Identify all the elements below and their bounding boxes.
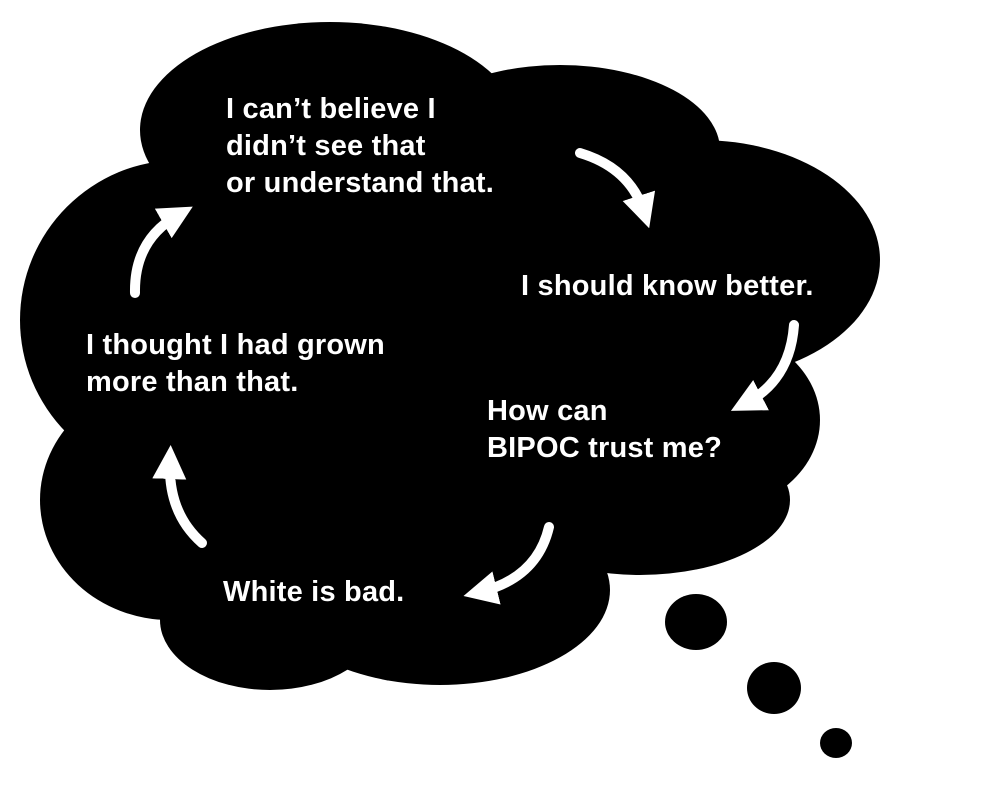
cycle-step-line: more than that. <box>86 366 299 398</box>
cycle-step-line: White is bad. <box>223 576 405 608</box>
cycle-step-grown: I thought I had grown more than that. <box>86 327 385 401</box>
cycle-step-trust: How can BIPOC trust me? <box>487 393 722 467</box>
cycle-step-line: or understand that. <box>226 167 495 199</box>
curved-arrow-icon <box>575 148 656 229</box>
cycle-step-disbelief: I can’t believe I didn’t see that or und… <box>226 91 494 202</box>
cycle-step-should-know: I should know better. <box>521 268 814 305</box>
thought-bubble-dot-icon <box>820 728 852 758</box>
curved-arrow-icon <box>129 206 193 298</box>
cycle-step-line: I can’t believe I <box>226 93 436 125</box>
cycle-step-line: BIPOC trust me? <box>487 432 723 464</box>
cloud-shape <box>20 22 880 690</box>
thought-bubble-dots <box>665 594 852 758</box>
cycle-step-line: How can <box>487 395 608 427</box>
cycle-arrows <box>129 148 799 605</box>
curved-arrow-icon <box>463 522 554 605</box>
cycle-step-white-is-bad: White is bad. <box>223 574 404 611</box>
cycle-step-line: I thought I had grown <box>86 329 385 361</box>
curved-arrow-icon <box>152 445 207 548</box>
cycle-step-line: I should know better. <box>521 270 814 302</box>
thought-bubble-dot-icon <box>747 662 801 714</box>
cycle-step-line: didn’t see that <box>226 130 426 162</box>
curved-arrow-icon <box>730 320 799 411</box>
thought-bubble-dot-icon <box>665 594 727 650</box>
